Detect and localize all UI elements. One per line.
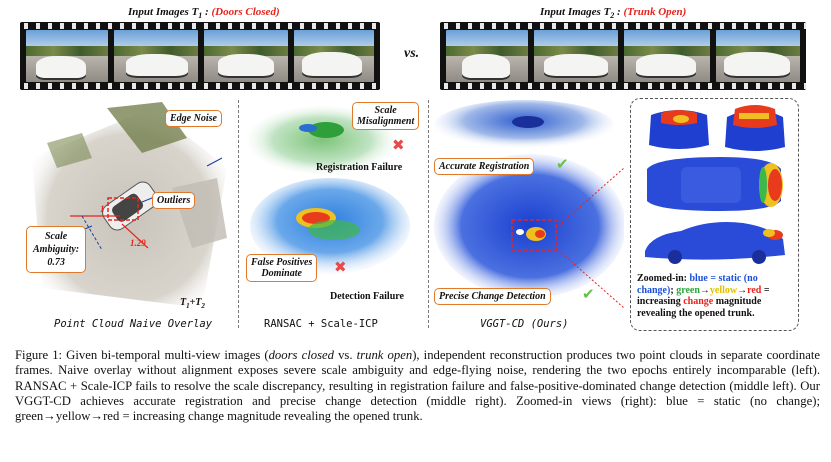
ransac-caption: RANSAC + Scale-ICP	[264, 318, 378, 330]
film-strip-t1	[20, 22, 380, 90]
scale-misalignment-callout: Scale Misalignment	[352, 102, 419, 130]
film-perforation	[20, 83, 380, 89]
versus-label: vs.	[404, 46, 419, 62]
detection-failure-label: Detection Failure	[330, 291, 404, 302]
check-icon: ✔	[556, 155, 569, 173]
car-side-view	[645, 222, 785, 264]
naive-overlay-panel: 1 1.29 Edge Noise Outliers Scale Ambigui…	[12, 98, 234, 316]
measure-129-label: 1.29	[130, 238, 146, 248]
legend-red: red	[747, 285, 761, 296]
input-images-t1-title: Input Images T1 : (Doors Closed)	[128, 6, 280, 20]
photo-frame	[624, 30, 710, 82]
film-perforation	[20, 23, 380, 29]
registration-failure-label: Registration Failure	[316, 162, 402, 173]
cross-icon: ✖	[334, 258, 347, 276]
ransac-pointcloud	[244, 98, 424, 316]
panel-divider	[238, 100, 239, 328]
photo-frame	[716, 30, 800, 82]
car-rear-view-right	[725, 105, 785, 151]
panel-divider	[428, 100, 429, 328]
photo-frame	[534, 30, 618, 82]
photo-frame	[26, 30, 108, 82]
film-perforation	[440, 23, 806, 29]
doors-closed-label: (Doors Closed)	[211, 6, 279, 18]
film-strip-t2	[440, 22, 806, 90]
cross-icon: ✖	[392, 136, 405, 154]
legend-green: green	[676, 285, 700, 296]
legend-yellow: yellow	[710, 285, 737, 296]
ransac-panel: Scale Misalignment ✖ Registration Failur…	[244, 98, 424, 316]
legend-change: change	[683, 296, 713, 307]
check-icon: ✔	[582, 285, 595, 303]
epochs-label: T1+T2	[180, 297, 205, 310]
precise-change-callout: Precise Change Detection	[434, 288, 551, 305]
figure-caption: Figure 1: Given bi-temporal multi-view i…	[15, 348, 820, 424]
zoom-legend: Zoomed-in: blue = static (no change); gr…	[637, 273, 795, 319]
edge-noise-callout: Edge Noise	[165, 110, 222, 127]
outliers-callout: Outliers	[152, 192, 195, 209]
trunk-open-label: (Trunk Open)	[623, 6, 686, 18]
zoomed-car-views	[631, 99, 798, 271]
accurate-registration-callout: Accurate Registration	[434, 158, 534, 175]
zoomed-in-panel: Zoomed-in: blue = static (no change); gr…	[630, 98, 799, 331]
vggt-pointcloud	[432, 98, 624, 316]
scale-ambiguity-callout: Scale Ambiguity: 0.73	[26, 226, 86, 273]
input-images-t2-title: Input Images T2 : (Trunk Open)	[540, 6, 686, 20]
photo-frame	[446, 30, 528, 82]
measure-1-label: 1	[100, 204, 105, 214]
photo-frame	[204, 30, 288, 82]
car-top-view	[647, 157, 783, 211]
film-perforation	[440, 83, 806, 89]
vggt-caption: VGGT-CD (Ours)	[480, 318, 569, 330]
naive-overlay-caption: Point Cloud Naive Overlay	[54, 318, 212, 330]
naive-overlay-pointcloud	[12, 98, 234, 316]
vggt-panel: Accurate Registration ✔ Precise Change D…	[432, 98, 624, 316]
photo-frame	[114, 30, 198, 82]
car-rear-view-left	[649, 110, 709, 149]
false-positives-callout: False Positives Dominate	[246, 254, 317, 282]
photo-frame	[294, 30, 374, 82]
